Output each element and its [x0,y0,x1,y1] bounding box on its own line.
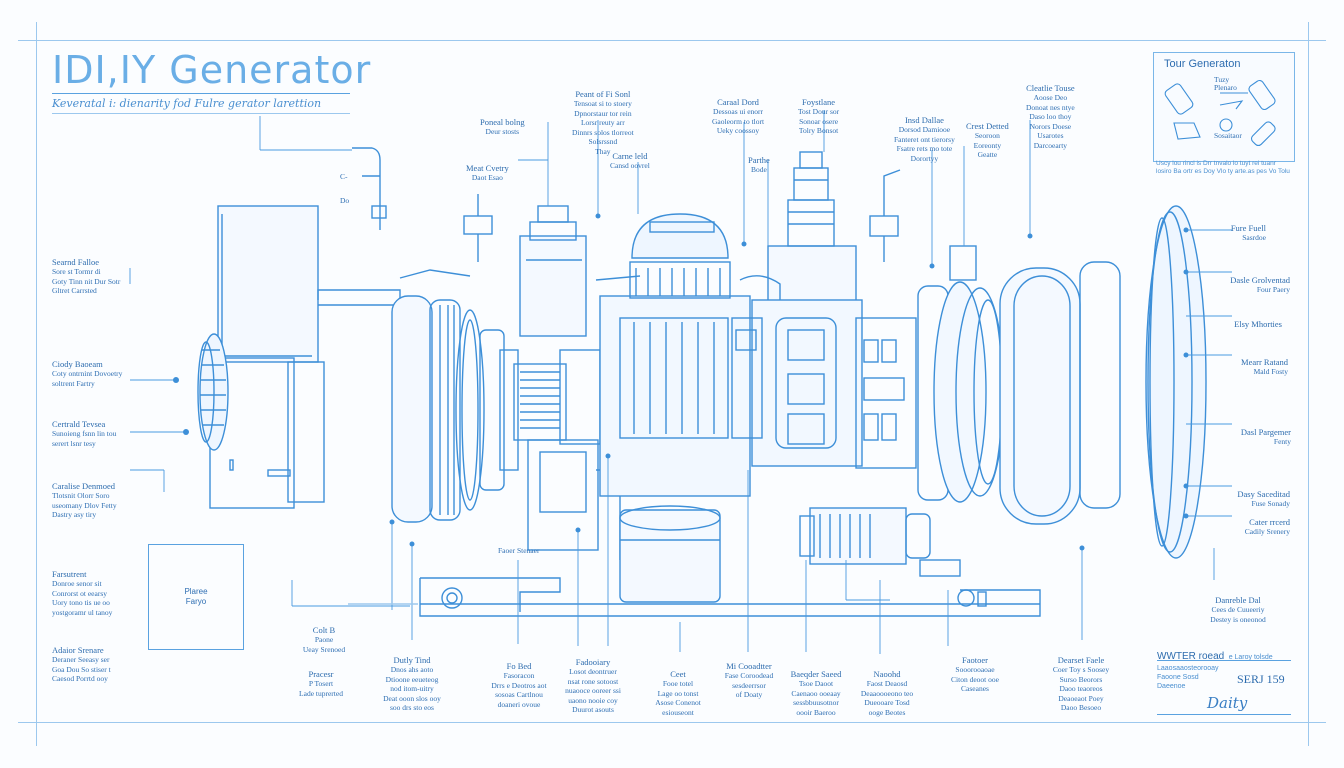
title-block-heading: WWTER roead e Laroy tolsde [1157,646,1273,664]
stator-disc-left [391,295,519,523]
inset-caption-2: Plenaro [1214,83,1237,92]
page-subtitle: Keveratal i: dienarity fod Fulre gerator… [52,97,322,110]
leader-lines [129,110,1232,654]
base-frame [419,559,1041,617]
parts-inset: Tour Generaton Tuzy Plenaro Sosaitaor [1153,52,1295,162]
starter-motor [799,507,931,565]
drawing-number: SERJ 159 [1237,672,1285,686]
title-block-lines: Laaosaaosteorooay Faoone Sosd Daeenoe [1157,665,1219,690]
relay-block [855,317,917,469]
coil-barrel [513,349,601,445]
page-title: IDI,IY Generator [52,48,372,92]
lower-block [527,439,599,551]
subtitle-underline [52,113,350,114]
alternator-core [731,299,863,467]
inset-footnote: Uscy lou rincl is Drr tnvalo lo tuyt rei… [1156,160,1290,175]
end-cap-left [197,333,229,451]
note-box-text: Plaree Faryo [184,587,208,606]
rotor-discs-right [917,261,1121,525]
inset-caption-3: Sosaitaor [1214,131,1242,140]
leader-dots [173,213,1189,551]
note-box: Plaree Faryo [148,544,244,650]
oil-pan [619,505,721,603]
title-underline [52,93,350,94]
tower [767,151,857,303]
end-cover-right [1145,205,1207,559]
frame-top [18,40,1326,41]
center-label: Faoer Stenaer [498,546,540,555]
frame-left [36,22,37,746]
air-cylinder [519,205,587,337]
signature-rule [1157,714,1291,715]
title-block-title: WWTER roead [1157,651,1225,662]
engine-body [599,213,751,497]
right-label-3: Elsy Mhorties [1234,318,1282,329]
signature: Daity [1207,694,1248,712]
inset-title: Tour Generaton [1164,58,1241,70]
title-block-rule [1157,660,1291,661]
valve-fittings [352,147,977,300]
title-block: WWTER roead e Laroy tolsde Laaosaaosteor… [1157,646,1292,718]
mark-do: Do [340,196,350,205]
control-housing [209,205,325,509]
mark-c: C- [340,172,348,181]
title-block-suffix: e Laroy tolsde [1228,654,1273,661]
frame-bottom [18,722,1326,723]
frame-right [1308,22,1309,746]
inset-caption-1: Tuzy [1214,75,1230,84]
inset-parts-icons [1164,79,1276,147]
